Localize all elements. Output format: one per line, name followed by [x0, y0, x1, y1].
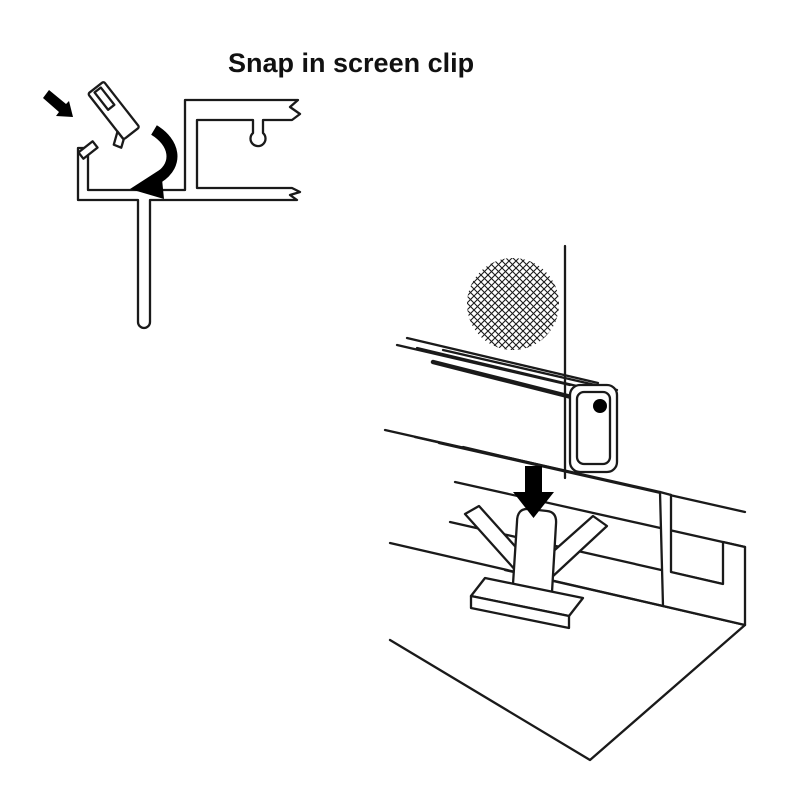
clip-center-tab	[511, 507, 558, 594]
insert-down-arrow-icon	[513, 466, 554, 518]
spline-groove	[430, 359, 598, 406]
cross-section-diagram	[43, 81, 302, 330]
frame-profile-outline	[76, 98, 302, 330]
spline-circle	[593, 399, 607, 413]
clip-base-front	[469, 594, 571, 630]
installation-perspective-diagram	[383, 244, 747, 762]
screen-edge-line-2	[415, 346, 604, 394]
sill-track-end-face	[658, 490, 747, 627]
screen-clip-3d	[463, 504, 609, 630]
clip-hook	[112, 130, 125, 149]
screen-edge-line	[405, 336, 600, 385]
screen-clip-section	[87, 81, 140, 149]
page-title: Snap in screen clip	[228, 48, 475, 78]
clip-slot	[93, 86, 116, 111]
press-arrow-icon	[43, 90, 73, 117]
rail-edges	[395, 336, 619, 474]
sill-flange-outline	[388, 541, 747, 762]
screen-mesh-patch	[467, 258, 559, 350]
clip-blade	[87, 81, 140, 140]
rail-end-face	[568, 383, 619, 474]
rotate-arrow-icon	[130, 125, 178, 199]
clip-latch	[77, 140, 99, 160]
